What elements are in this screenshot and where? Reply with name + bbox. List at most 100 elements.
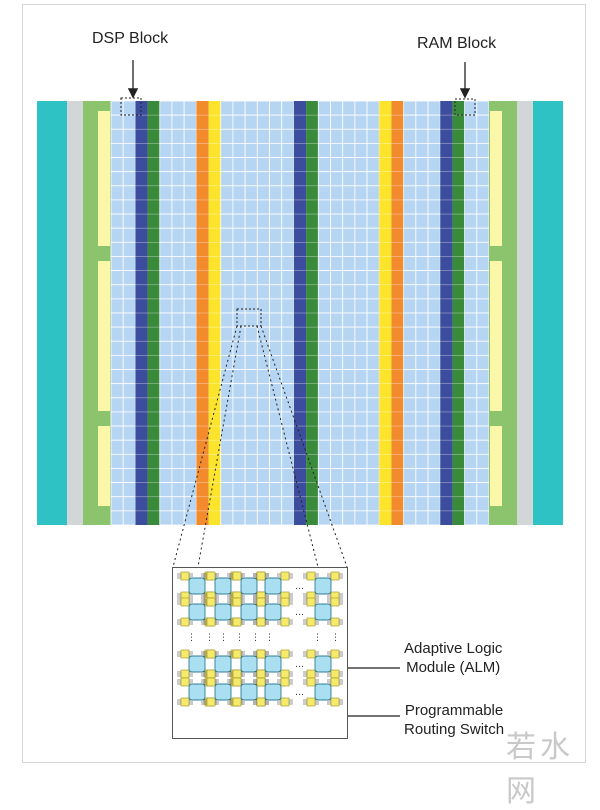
logic-cell xyxy=(122,284,136,300)
logic-cell xyxy=(427,482,441,498)
switch-body xyxy=(280,669,290,679)
logic-cell xyxy=(427,496,441,512)
logic-cell xyxy=(366,298,380,314)
logic-cell xyxy=(342,482,356,498)
switch-body xyxy=(180,669,190,679)
logic-cell xyxy=(403,439,417,455)
logic-cell xyxy=(269,128,283,144)
logic-cell xyxy=(427,241,441,257)
logic-cell xyxy=(317,369,331,385)
logic-cell xyxy=(464,143,478,158)
logic-cell xyxy=(122,326,136,342)
switch-label-line1: Programmable xyxy=(404,702,504,719)
logic-cell xyxy=(476,227,490,243)
logic-cell xyxy=(183,425,197,441)
logic-cell xyxy=(122,397,136,413)
logic-cell xyxy=(464,256,478,271)
logic-cell xyxy=(317,496,331,512)
logic-cell xyxy=(256,383,270,399)
logic-cell xyxy=(220,114,234,130)
logic-cell xyxy=(281,128,295,144)
logic-cell xyxy=(183,227,197,243)
logic-cell xyxy=(269,453,283,469)
logic-cell xyxy=(232,453,246,469)
fabric-column-logic xyxy=(366,101,380,525)
logic-cell xyxy=(159,101,173,116)
column-fill xyxy=(440,101,453,525)
logic-cell xyxy=(415,383,429,399)
logic-cell xyxy=(366,128,380,144)
logic-cell xyxy=(171,213,185,229)
logic-cell xyxy=(269,227,283,243)
alm-block xyxy=(214,603,232,621)
logic-cell xyxy=(256,312,270,328)
logic-cell xyxy=(317,185,331,201)
logic-cell xyxy=(354,439,368,455)
logic-cell xyxy=(110,213,124,229)
logic-cell xyxy=(464,453,478,469)
logic-cell xyxy=(427,425,441,441)
logic-cell xyxy=(403,270,417,286)
logic-cell xyxy=(110,425,124,441)
logic-cell xyxy=(244,369,258,385)
logic-cell xyxy=(269,213,283,229)
logic-cell xyxy=(183,241,197,257)
logic-cell xyxy=(183,411,197,427)
logic-cell xyxy=(232,496,246,512)
logic-cell xyxy=(281,369,295,385)
logic-cell xyxy=(183,298,197,314)
logic-cell xyxy=(183,171,197,187)
logic-cell xyxy=(415,185,429,201)
logic-cell xyxy=(269,510,283,525)
logic-cell xyxy=(232,326,246,342)
logic-cell xyxy=(110,270,124,286)
alm-block xyxy=(240,655,258,673)
logic-cell xyxy=(110,326,124,342)
logic-cell xyxy=(232,241,246,257)
logic-cell xyxy=(269,256,283,271)
logic-cell xyxy=(122,227,136,243)
logic-cell xyxy=(427,312,441,328)
logic-cell xyxy=(110,143,124,158)
logic-cell xyxy=(415,270,429,286)
fabric-column-light_gray xyxy=(517,101,533,525)
logic-cell xyxy=(464,185,478,201)
logic-cell xyxy=(171,114,185,130)
logic-cell xyxy=(269,101,283,116)
logic-cell xyxy=(269,496,283,512)
logic-cell xyxy=(171,510,185,525)
logic-cell xyxy=(403,284,417,300)
alm-label-line2: Module (ALM) xyxy=(406,659,501,676)
logic-cell xyxy=(232,101,246,116)
switch-body xyxy=(232,669,242,679)
logic-cell xyxy=(354,284,368,300)
switch-body xyxy=(306,677,316,687)
logic-cell xyxy=(354,128,368,144)
logic-cell xyxy=(342,114,356,130)
routing-switch xyxy=(277,697,293,707)
fabric-column-logic xyxy=(403,101,417,525)
logic-cell xyxy=(464,369,478,385)
routing-switch xyxy=(303,677,319,687)
column-fill xyxy=(67,101,83,525)
logic-cell xyxy=(244,227,258,243)
routing-switch xyxy=(277,617,293,627)
logic-cell xyxy=(244,114,258,130)
logic-cell xyxy=(256,354,270,370)
routing-switch xyxy=(303,697,319,707)
logic-cell xyxy=(171,468,185,484)
logic-cell xyxy=(415,369,429,385)
alm-block xyxy=(240,603,258,621)
alm-array: …………⋮⋮⋮⋮⋮⋮⋮⋮ xyxy=(177,571,343,707)
logic-cell xyxy=(183,482,197,498)
logic-cell xyxy=(354,157,368,173)
logic-cell xyxy=(159,199,173,215)
logic-cell xyxy=(281,101,295,116)
logic-cell xyxy=(122,482,136,498)
logic-cell xyxy=(317,298,331,314)
logic-cell xyxy=(171,439,185,455)
logic-cell xyxy=(281,439,295,455)
logic-cell xyxy=(354,101,368,116)
alm-block xyxy=(214,577,232,595)
logic-cell xyxy=(244,284,258,300)
